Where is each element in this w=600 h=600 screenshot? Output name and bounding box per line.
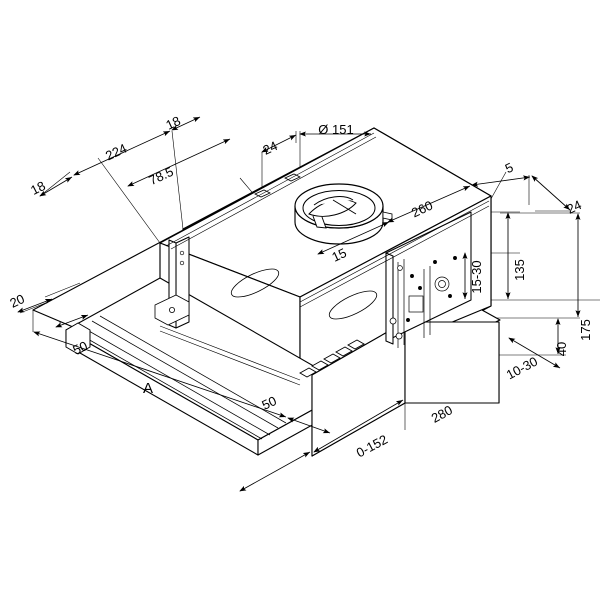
dim-175-label: 175 <box>578 319 593 341</box>
motor-panel-details <box>389 256 457 348</box>
dim-135-label: 135 <box>512 259 527 281</box>
dim-diameter-151-label: Ø 151 <box>318 122 353 137</box>
dim-15-label: 15 <box>329 245 348 265</box>
bracket-left-foot <box>154 294 190 326</box>
lamp-right-icon <box>328 290 378 320</box>
dim-15-30-label: 15-30 <box>469 260 484 293</box>
dim-A-label: A <box>143 380 153 397</box>
dim-50-right-label: 50 <box>259 393 278 413</box>
dim-20-label: 20 <box>7 291 26 311</box>
lamp-recesses <box>230 268 378 320</box>
dim-18-left-label: 18 <box>28 178 48 198</box>
dim-50-left-label: 50 <box>70 338 89 358</box>
control-buttons <box>299 339 365 378</box>
lamp-left-icon <box>230 268 280 298</box>
dim-40-label: 40 <box>554 342 569 356</box>
dim-24-right-label: 24 <box>564 197 583 217</box>
dimension-lines <box>17 116 581 492</box>
dim-24-top-label: 24 <box>260 138 279 158</box>
dim-18-right-label: 18 <box>163 113 182 133</box>
